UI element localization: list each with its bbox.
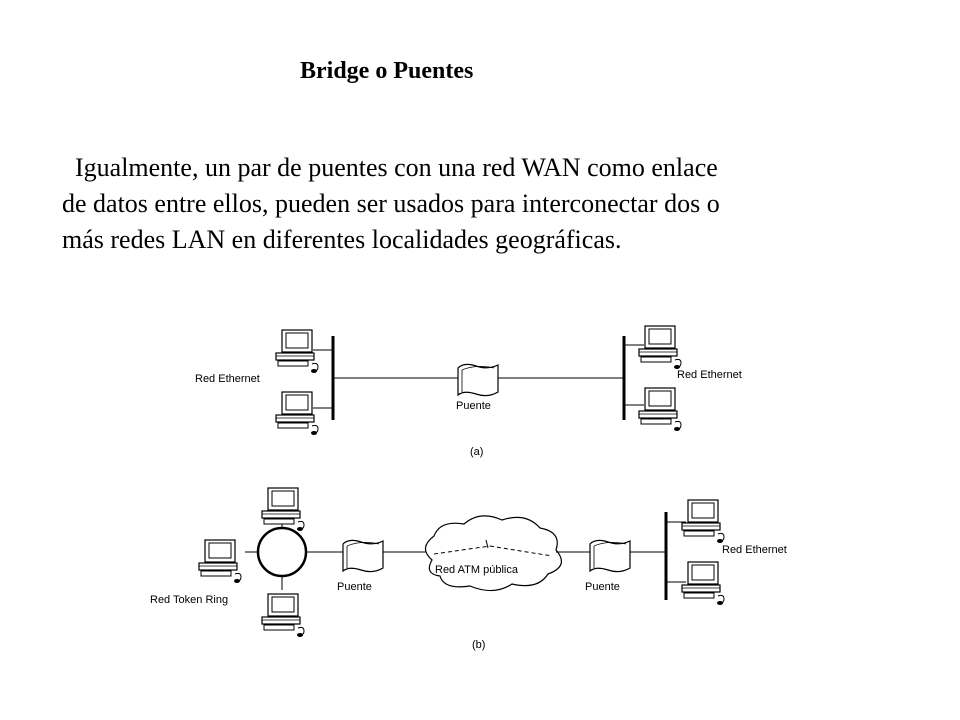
paragraph-line-2: de datos entre ellos, pueden ser usados …	[62, 189, 720, 218]
computer-icon	[638, 325, 682, 370]
paragraph-line-1: Igualmente, un par de puentes con una re…	[62, 153, 718, 182]
bridge-icon	[589, 539, 631, 573]
label-puente-b-left: Puente	[337, 581, 372, 593]
diagram-b: Red Token Ring Puente Red ATM pública Pu…	[150, 487, 787, 651]
computer-icon	[275, 391, 319, 436]
computer-icon	[275, 329, 319, 374]
label-red-atm-publica: Red ATM pública	[435, 564, 519, 576]
label-puente-b-right: Puente	[585, 581, 620, 593]
paragraph-line-3: más redes LAN en diferentes localidades …	[62, 225, 622, 254]
atm-cloud-icon	[424, 515, 563, 592]
label-red-ethernet-right: Red Ethernet	[677, 369, 742, 381]
description-paragraph: Igualmente, un par de puentes con una re…	[62, 150, 902, 258]
label-puente-a: Puente	[456, 400, 491, 412]
computer-icon	[681, 499, 725, 544]
caption-a: (a)	[470, 446, 483, 458]
computer-icon	[261, 593, 305, 638]
computer-icon	[261, 487, 305, 532]
computer-icon	[638, 387, 682, 432]
token-ring-circle	[256, 526, 308, 578]
caption-b: (b)	[472, 639, 485, 651]
bridge-icon	[457, 363, 499, 397]
label-red-ethernet-left: Red Ethernet	[195, 373, 260, 385]
label-red-ethernet-b: Red Ethernet	[722, 544, 787, 556]
diagram-a: Red Ethernet Red Ethernet Puente (a)	[195, 325, 742, 458]
computer-icon	[198, 539, 242, 584]
bridge-icon	[342, 539, 384, 573]
page-title: Bridge o Puentes	[300, 58, 474, 84]
computer-icon	[681, 561, 725, 606]
label-red-token-ring: Red Token Ring	[150, 594, 228, 606]
